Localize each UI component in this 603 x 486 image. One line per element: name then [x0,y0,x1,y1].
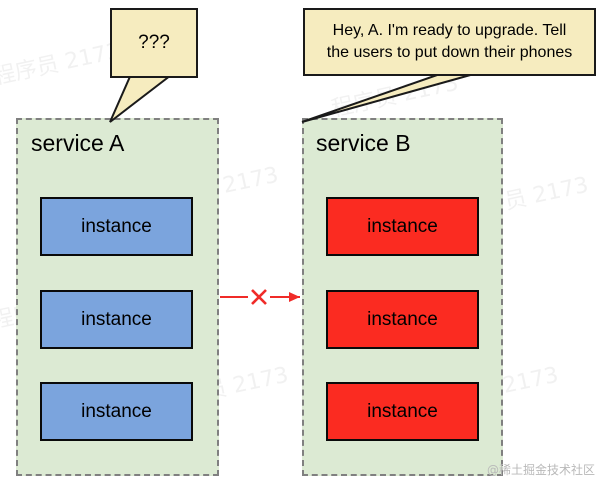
speech-bubble-service-a[interactable]: ??? [110,8,198,78]
speech-bubble-service-b[interactable]: Hey, A. I'm ready to upgrade. Tell the u… [303,8,596,76]
service-a-instance-2[interactable]: instance [40,290,193,349]
service-a-label: service A [31,130,125,156]
service-b-instance-3[interactable]: instance [326,382,479,441]
blocked-call-arrowhead-icon [289,292,300,302]
instance-label: instance [367,308,438,330]
service-b-label: service B [316,130,411,156]
service-b-instance-1[interactable]: instance [326,197,479,256]
bubble-b-line-2: the users to put down their phones [326,44,573,61]
instance-label: instance [81,308,152,330]
instance-label: instance [81,400,152,422]
service-b-instance-2[interactable]: instance [326,290,479,349]
watermark-label: @稀土掘金技术社区 [486,463,595,477]
instance-label: instance [367,400,438,422]
instance-label: instance [367,215,438,237]
bubble-b-line-1: Hey, A. I'm ready to upgrade. Tell [332,22,567,40]
blocked-x-icon [248,287,270,309]
instance-label: instance [81,215,152,237]
service-a-instance-1[interactable]: instance [40,197,193,256]
bubble-a-text: ??? [138,32,170,53]
service-a-instance-3[interactable]: instance [40,382,193,441]
